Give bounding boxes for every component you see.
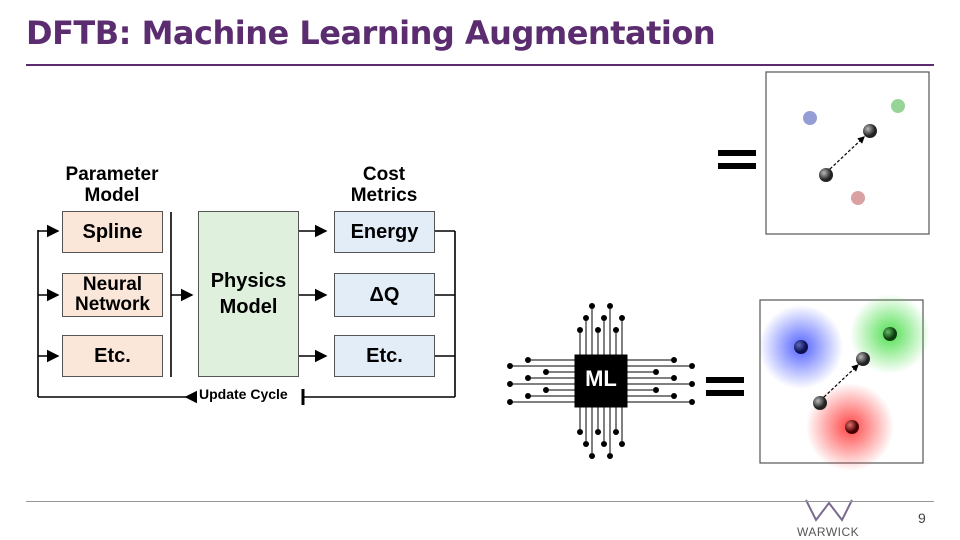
spline-box: Spline [62,211,163,253]
page-number: 9 [918,510,926,526]
ml-chip-icon [507,303,695,459]
cost-etc-box: Etc. [334,335,435,377]
param-etc-box: Etc. [62,335,163,377]
title-divider [26,64,934,66]
warwick-logo-text: WARWICK [797,525,860,539]
warwick-logo-icon [805,499,853,522]
neural-network-box: Neural Network [62,273,163,317]
atoms-panel-plain [765,71,930,235]
footer-divider [26,501,934,502]
energy-box: Energy [334,211,435,253]
page-title: DFTB: Machine Learning Augmentation [26,14,716,52]
equals-icon [718,150,756,169]
cost-metrics-heading: Cost Metrics [350,164,418,206]
atoms-panel-density [759,294,930,471]
physics-model-box: Physics Model [198,211,299,377]
delta-q-box: ΔQ [334,273,435,317]
input-arrows [37,212,456,405]
update-cycle-label: Update Cycle [199,386,288,402]
ml-chip-label: ML [585,366,617,391]
parameter-model-heading: Parameter Model [65,164,159,206]
equals-icon [706,377,744,396]
